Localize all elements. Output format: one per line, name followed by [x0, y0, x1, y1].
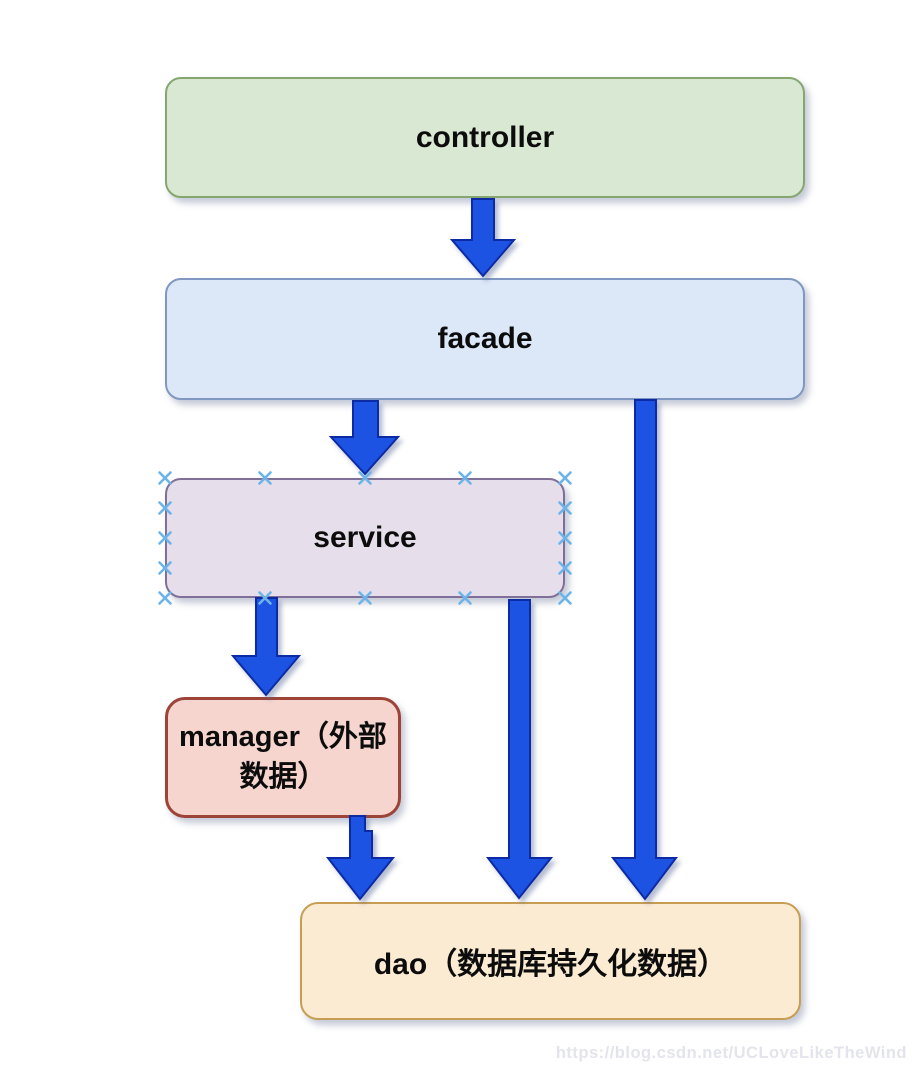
- node-dao[interactable]: dao（数据库持久化数据）: [300, 902, 801, 1020]
- node-controller[interactable]: controller: [165, 77, 805, 198]
- arrow-service-to-manager[interactable]: [230, 597, 302, 697]
- node-service-label: service: [313, 521, 417, 554]
- node-manager-label: manager（外部数据）: [179, 721, 387, 793]
- node-dao-label: dao（数据库持久化数据）: [373, 948, 728, 981]
- arrow-facade-to-dao[interactable]: [610, 399, 679, 901]
- arrow-manager-to-dao[interactable]: [325, 815, 396, 901]
- node-manager[interactable]: manager（外部数据）: [165, 697, 401, 818]
- node-controller-label: controller: [415, 120, 555, 154]
- node-facade-label: facade: [437, 322, 533, 355]
- arrow-service-to-dao[interactable]: [485, 599, 554, 900]
- arrow-controller-to-facade[interactable]: [449, 198, 517, 278]
- node-service[interactable]: service: [165, 478, 565, 598]
- arrow-facade-to-service[interactable]: [328, 400, 401, 476]
- node-facade[interactable]: facade: [165, 278, 805, 400]
- watermark: https://blog.csdn.net/UCLoveLikeTheWind: [555, 1044, 907, 1062]
